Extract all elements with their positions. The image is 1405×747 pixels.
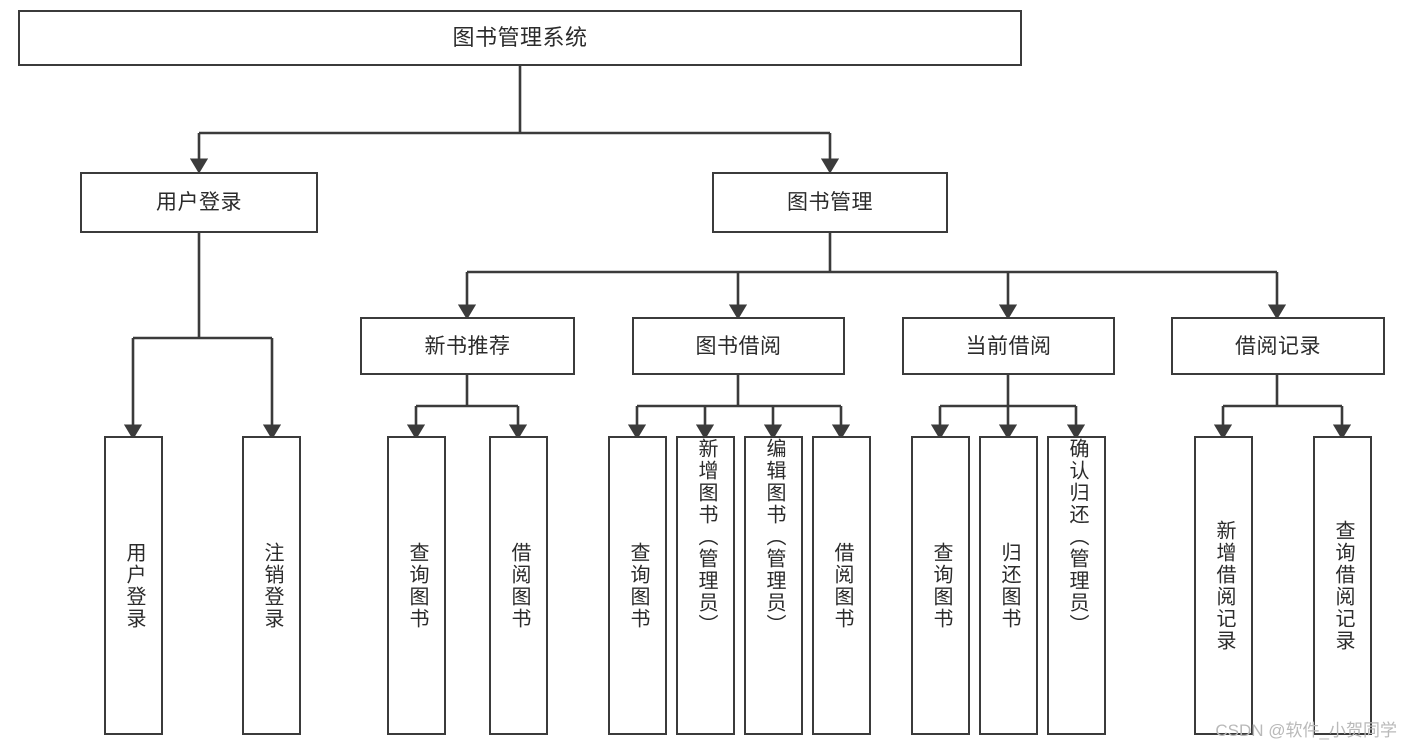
node-label: 用户登录: [156, 191, 242, 214]
node-book-borrow[interactable]: 图书借阅: [632, 317, 845, 375]
leaf-book-borrow-borrow-book[interactable]: 借阅图书: [812, 436, 871, 735]
node-label: 归还图书: [998, 541, 1020, 630]
node-label: 当前借阅: [965, 334, 1052, 358]
node-label: 新书推荐: [424, 334, 511, 358]
leaf-book-borrow-edit-book-admin[interactable]: 编辑图书（管理员）: [744, 436, 803, 735]
node-label: 图书管理: [787, 191, 873, 214]
node-label: 图书借阅: [695, 334, 782, 358]
node-label: 借阅图书: [508, 541, 530, 630]
leaf-current-borrow-return-book[interactable]: 归还图书: [979, 436, 1038, 735]
node-label: 借阅图书: [831, 541, 853, 630]
node-book-management[interactable]: 图书管理: [712, 172, 948, 233]
node-label: 图书管理系统: [452, 25, 588, 50]
leaf-book-borrow-add-book-admin[interactable]: 新增图书（管理员）: [676, 436, 735, 735]
node-root-book-management-system[interactable]: 图书管理系统: [18, 10, 1022, 66]
node-new-book-recommend[interactable]: 新书推荐: [360, 317, 575, 375]
node-label: 查询图书: [627, 541, 649, 630]
node-label: 借阅记录: [1235, 334, 1321, 358]
node-current-borrow[interactable]: 当前借阅: [902, 317, 1115, 375]
leaf-current-borrow-query-book[interactable]: 查询图书: [911, 436, 970, 735]
node-label: 查询图书: [930, 541, 952, 630]
leaf-user-login-logout[interactable]: 注销登录: [242, 436, 301, 735]
node-label: 新增借阅记录: [1213, 519, 1235, 652]
leaf-borrow-records-add-record[interactable]: 新增借阅记录: [1194, 436, 1253, 735]
node-label: 查询图书: [406, 541, 428, 630]
leaf-new-book-query-book[interactable]: 查询图书: [387, 436, 446, 735]
node-borrow-records[interactable]: 借阅记录: [1171, 317, 1385, 375]
node-label: 新增图书（管理员）: [695, 438, 717, 636]
node-label: 用户登录: [123, 541, 145, 630]
leaf-borrow-records-query-record[interactable]: 查询借阅记录: [1313, 436, 1372, 735]
node-label: 查询借阅记录: [1332, 519, 1354, 652]
leaf-new-book-borrow-book[interactable]: 借阅图书: [489, 436, 548, 735]
leaf-book-borrow-query-book[interactable]: 查询图书: [608, 436, 667, 735]
node-label: 注销登录: [261, 541, 283, 630]
leaf-current-borrow-confirm-return-admin[interactable]: 确认归还（管理员）: [1047, 436, 1106, 735]
leaf-user-login-login[interactable]: 用户登录: [104, 436, 163, 735]
node-user-login[interactable]: 用户登录: [80, 172, 318, 233]
node-label: 编辑图书（管理员）: [763, 438, 785, 636]
node-label: 确认归还（管理员）: [1066, 438, 1088, 636]
watermark-text: CSDN @软件_小贺同学: [1215, 721, 1397, 740]
